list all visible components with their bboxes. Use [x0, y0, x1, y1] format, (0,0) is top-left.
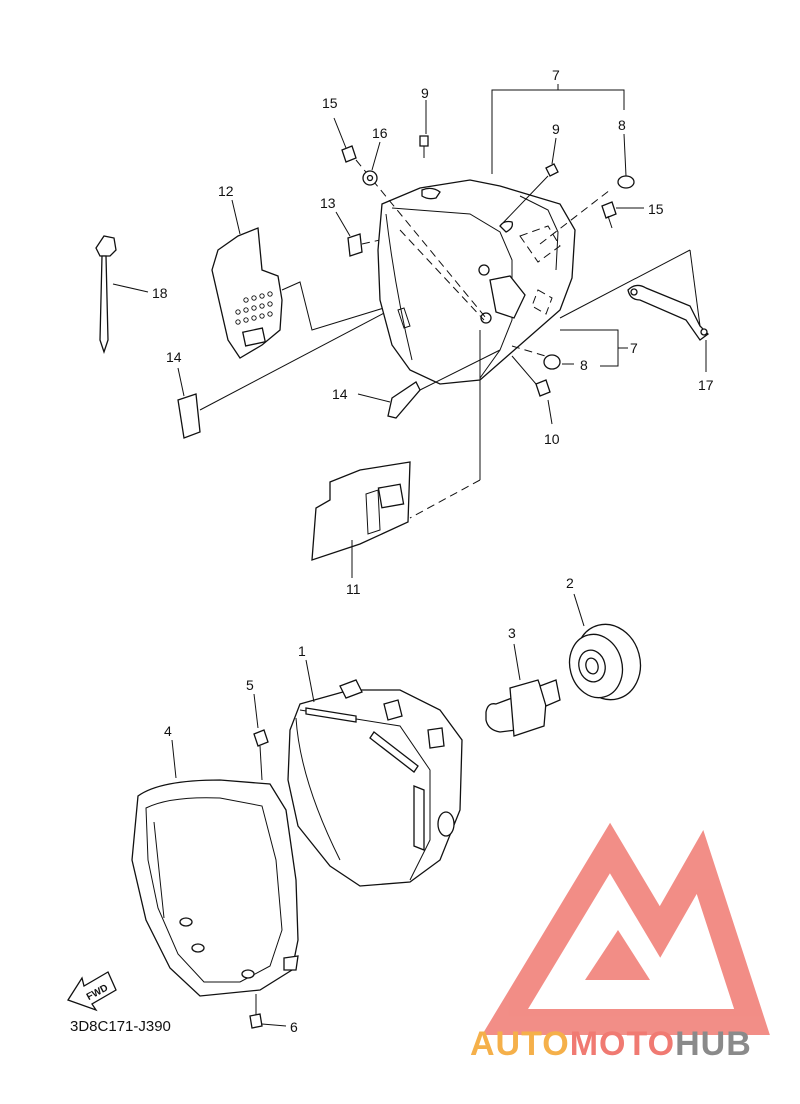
callout-7-bottom-bracket: [560, 329, 628, 367]
left-reflector-part: [177, 309, 391, 439]
socket-cover-part: [568, 593, 642, 701]
grommet-8-bottom-part: [543, 354, 574, 370]
bulb-part: [485, 643, 561, 737]
callout-4: 4: [164, 723, 172, 739]
headlight-unit-part: [287, 659, 463, 887]
callout-15-right: 15: [648, 201, 664, 217]
callout-13: 13: [320, 195, 336, 211]
bolt-10-part: [511, 355, 553, 425]
callout-9-left: 9: [421, 85, 429, 101]
callout-7-top-bracket: [491, 84, 625, 174]
left-panel-part: [211, 199, 411, 359]
callout-1: 1: [298, 643, 306, 659]
callout-6: 6: [290, 1019, 298, 1035]
washer-16-part: [362, 141, 381, 186]
screw-9-right-part: [499, 137, 559, 227]
screw-6-part: [249, 994, 287, 1029]
grommet-8-top-part: [617, 133, 635, 189]
watermark-text: AUTOMOTOHUB: [470, 1025, 752, 1063]
headlight-rim-part: [131, 739, 299, 997]
headlight-housing-part: [377, 179, 611, 385]
callout-18: 18: [152, 285, 168, 301]
callout-10: 10: [544, 431, 560, 447]
bolt-15-right-part: [601, 201, 644, 229]
callout-12: 12: [218, 183, 234, 199]
diagram-code: 3D8C171-J390: [70, 1018, 171, 1035]
callout-14-right: 14: [332, 386, 348, 402]
small-label-part: [335, 211, 381, 257]
watermark-logo-icon: [481, 822, 770, 1035]
bracket-17-part: [559, 249, 709, 372]
fwd-arrow-icon: [67, 971, 117, 1012]
callout-8-bottom: 8: [580, 357, 588, 373]
callout-3: 3: [508, 625, 516, 641]
cable-tie-part: [95, 235, 149, 355]
callout-5: 5: [246, 677, 254, 693]
callout-7-bottom: 7: [630, 340, 638, 356]
callout-7-top: 7: [552, 67, 560, 83]
callout-8-top: 8: [618, 117, 626, 133]
bolt-15-top-part: [333, 117, 487, 319]
lower-panel-part: [311, 330, 481, 578]
callout-15-top: 15: [322, 95, 338, 111]
callout-11: 11: [346, 581, 361, 597]
right-reflector-part: [357, 349, 501, 419]
screw-5-part: [253, 693, 269, 792]
callout-16: 16: [372, 125, 388, 141]
callout-9-right: 9: [552, 121, 560, 137]
callout-2: 2: [566, 575, 574, 591]
callout-14-left: 14: [166, 349, 182, 365]
callout-17: 17: [698, 377, 714, 393]
screw-9-left-part: [419, 100, 429, 158]
